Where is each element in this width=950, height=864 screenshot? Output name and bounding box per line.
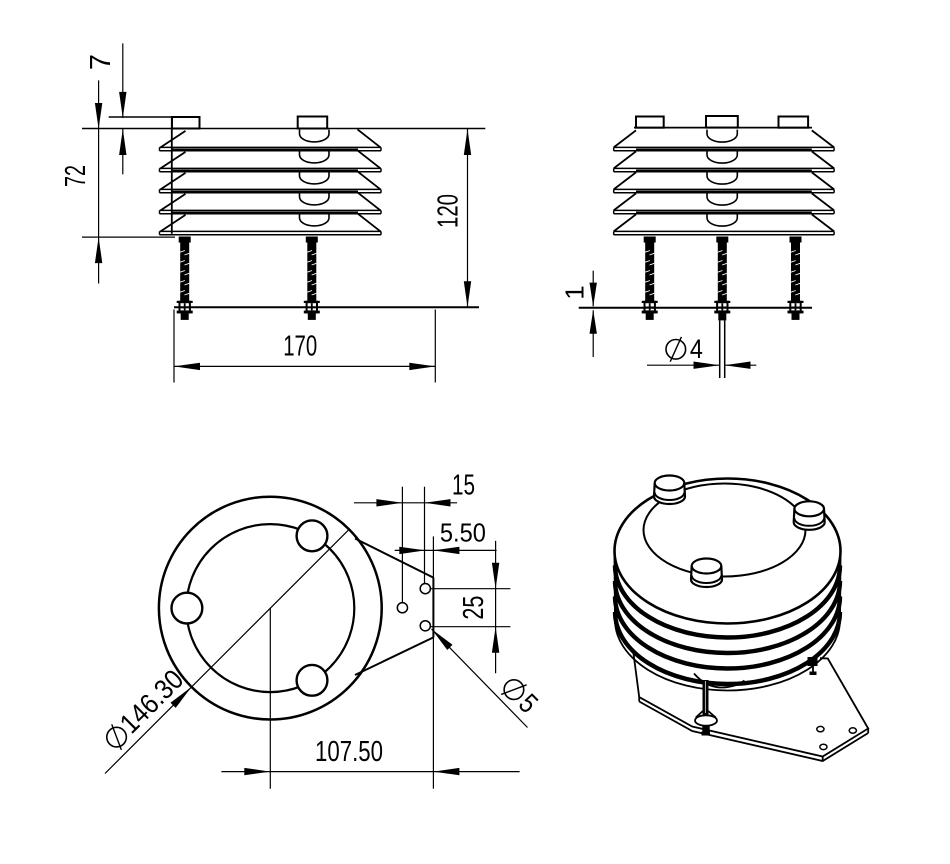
svg-text:7: 7 — [85, 54, 117, 70]
svg-text:170: 170 — [283, 331, 317, 363]
svg-text:5.50: 5.50 — [440, 518, 486, 548]
svg-text:120: 120 — [432, 194, 464, 228]
svg-text:4: 4 — [690, 334, 703, 364]
svg-text:25: 25 — [458, 596, 490, 620]
svg-text:72: 72 — [60, 165, 92, 187]
svg-text:1: 1 — [560, 285, 590, 299]
svg-text:15: 15 — [452, 470, 475, 502]
svg-text:107.50: 107.50 — [315, 736, 383, 768]
